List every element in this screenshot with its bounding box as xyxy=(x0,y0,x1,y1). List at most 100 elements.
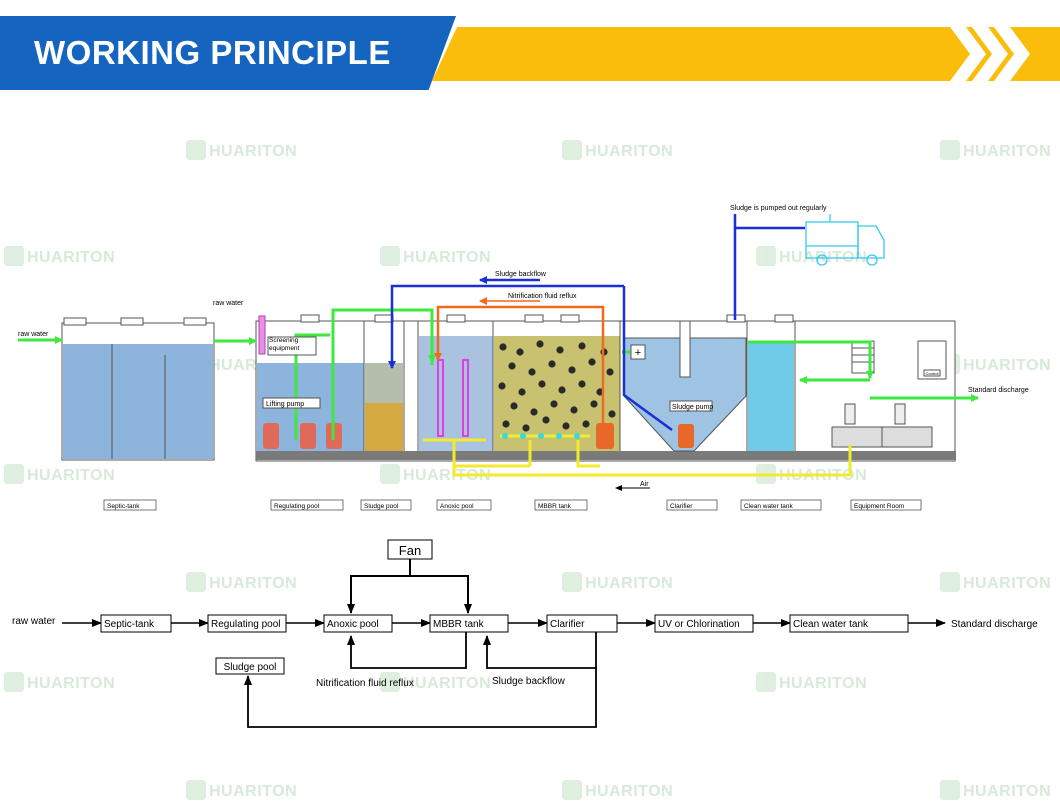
sludge-backflow-pipes xyxy=(388,214,805,432)
carrier-media-dot xyxy=(568,366,576,374)
watermark-logo-icon xyxy=(380,464,400,484)
screening-label: Screening equipment xyxy=(269,337,299,352)
flow-node-label: MBBR tank xyxy=(433,619,485,630)
control-panel-label: Control xyxy=(926,371,939,376)
carrier-media-dot xyxy=(588,358,596,366)
sludge-pumped-out-label: Sludge is pumped out regularly xyxy=(730,205,827,212)
flow-node-label: UV or Chlorination xyxy=(658,619,740,630)
dosing-plus: + xyxy=(635,347,641,359)
tank-label: Anoxic pool xyxy=(440,503,474,510)
watermark-logo-icon xyxy=(940,780,960,800)
flow-raw-water: raw water xyxy=(12,616,56,627)
watermark: HUARITON xyxy=(380,246,491,267)
carrier-media-dot xyxy=(528,368,536,376)
carrier-media-dot xyxy=(516,348,524,356)
watermark: HUARITON xyxy=(380,464,491,485)
carrier-media-dot xyxy=(522,424,530,432)
tank-label-box xyxy=(740,499,822,511)
carrier-media-dot xyxy=(502,420,510,428)
watermark-logo-icon xyxy=(4,464,24,484)
septic-tank-illustration xyxy=(61,317,215,461)
watermark: HUARITON xyxy=(940,780,1051,801)
fan-to-mbbr-arrow xyxy=(410,575,472,614)
tank-label: Regulating pool xyxy=(274,503,320,510)
flow-node-label: Septic-tank xyxy=(104,619,155,630)
nitrification-reflux-label: Nitrification fluid reflux xyxy=(508,293,577,300)
raw-water-top-label: raw water xyxy=(213,300,244,307)
watermark-logo-icon xyxy=(4,246,24,266)
sludge-pump-label-box xyxy=(669,400,713,412)
dosing-box xyxy=(630,344,646,360)
clarifier-sludge-pump xyxy=(678,424,694,448)
sludge-pump-label: Sludge pump xyxy=(672,404,713,411)
raw-water-label: raw water xyxy=(18,331,49,338)
blower-2 xyxy=(881,426,933,448)
banner-yellow-band xyxy=(432,27,1060,81)
watermark-logo-icon xyxy=(380,672,400,692)
watermark-logo-icon xyxy=(756,672,776,692)
flow-node-label: Clean water tank xyxy=(793,619,869,630)
page-title: WORKING PRINCIPLE xyxy=(34,34,391,71)
tank-label: Clarifier xyxy=(670,503,693,510)
watermark-logo-icon xyxy=(186,140,206,160)
carrier-media-dot xyxy=(536,340,544,348)
sludge-backflow-label: Sludge backflow xyxy=(495,271,547,278)
nitrification-reflux-loop xyxy=(347,632,467,669)
carrier-media-dot xyxy=(530,408,538,416)
watermark-logo-icon xyxy=(562,572,582,592)
tank-label-box xyxy=(850,499,922,511)
watermark: HUARITON xyxy=(4,672,115,693)
header-banner: WORKING PRINCIPLE xyxy=(0,0,1060,92)
tank-label-box xyxy=(534,499,588,511)
flow-node-label: Anoxic pool xyxy=(327,619,379,630)
carrier-media-dot xyxy=(542,416,550,424)
watermark: HUARITON xyxy=(562,572,673,593)
plant-schematic: Control xyxy=(18,205,1029,511)
watermark-logo-icon xyxy=(940,572,960,592)
air-label: Air xyxy=(640,481,649,488)
carrier-media-dot xyxy=(608,410,616,418)
chevron-arrows-icon xyxy=(950,27,1030,81)
watermark: HUARITON xyxy=(562,140,673,161)
watermark: HUARITON xyxy=(4,464,115,485)
lifting-pumps xyxy=(263,423,342,449)
nitrification-reflux-pipes xyxy=(434,297,605,423)
carrier-media-dot xyxy=(556,346,564,354)
watermark: HUARITON xyxy=(756,672,867,693)
standard-discharge-label: Standard discharge xyxy=(968,387,1029,394)
screening-label-box xyxy=(267,336,317,356)
carrier-media-dot xyxy=(510,402,518,410)
watermark-logo-icon xyxy=(756,246,776,266)
carrier-media-dot xyxy=(606,368,614,376)
carrier-media-dot xyxy=(582,420,590,428)
watermark-logo-icon xyxy=(940,140,960,160)
tank-label-box xyxy=(360,499,412,511)
flow-standard-discharge: Standard discharge xyxy=(951,619,1038,630)
tank-label-box xyxy=(103,499,157,511)
tank-label-box xyxy=(436,499,492,511)
watermark: HUARITON xyxy=(940,140,1051,161)
tank-label: Equipment Room xyxy=(854,503,904,510)
watermark: HUARITON xyxy=(4,246,115,267)
watermark: HUARITON xyxy=(380,672,491,693)
carrier-media-dot xyxy=(578,342,586,350)
sludge-backflow-loop xyxy=(483,632,597,669)
carrier-media-dot xyxy=(499,343,507,351)
flow-node-label: Clarifier xyxy=(550,619,585,630)
tank-label: MBBR tank xyxy=(538,503,572,510)
screening-equipment xyxy=(258,315,266,355)
carrier-media-dot xyxy=(550,400,558,408)
carrier-media-dot xyxy=(548,360,556,368)
watermark: HUARITON xyxy=(186,572,297,593)
tank-label-box xyxy=(666,499,718,511)
carrier-media-dot xyxy=(590,400,598,408)
banner-blue-band xyxy=(0,16,456,90)
tank-label-box xyxy=(270,499,344,511)
watermark: HUARITON xyxy=(562,780,673,801)
watermark-logo-icon xyxy=(4,672,24,692)
lifting-pump-label-box xyxy=(262,397,321,409)
mbbr-pump xyxy=(596,423,614,449)
tank-label: Clean water tank xyxy=(744,503,794,510)
